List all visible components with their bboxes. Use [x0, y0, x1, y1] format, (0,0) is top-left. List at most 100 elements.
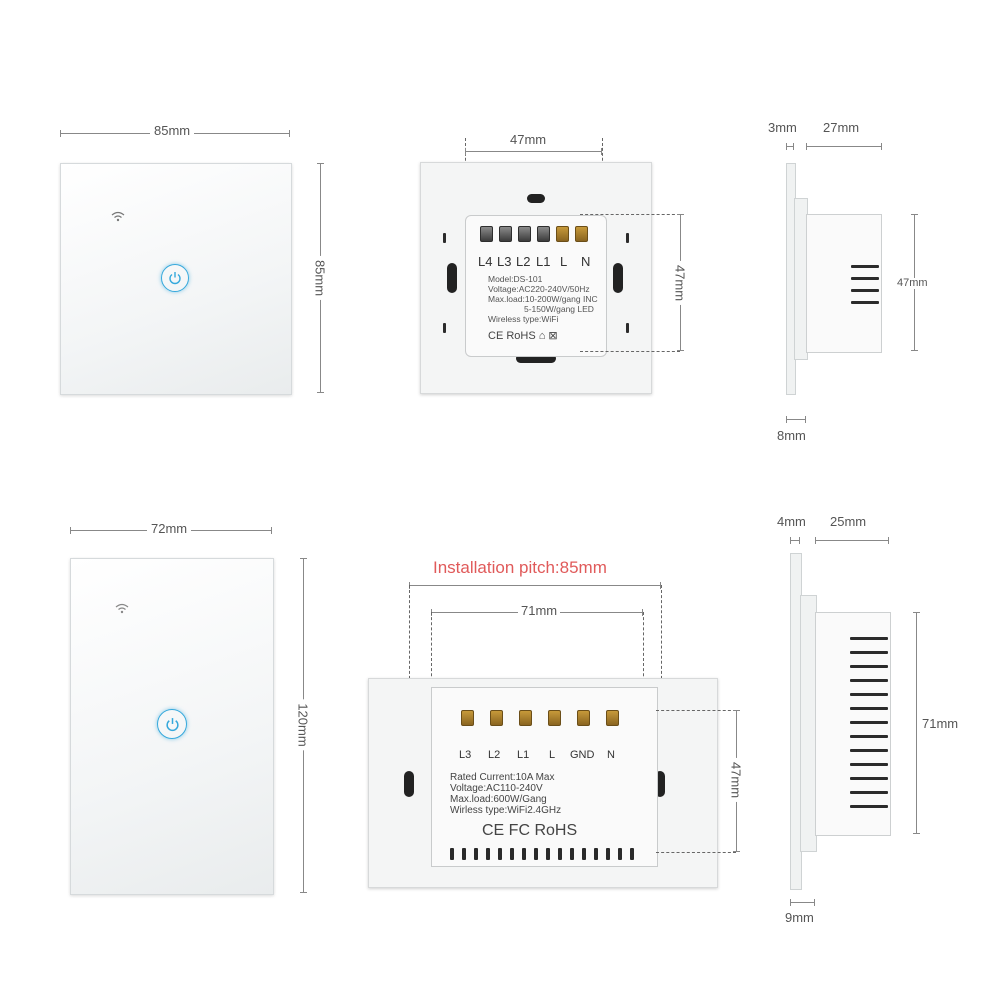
bottom-slot-left — [404, 771, 414, 797]
side-vent — [850, 791, 888, 794]
top-back-plate: L4 L3 L2 L1 L N Model:DS-101 Voltage:AC2… — [420, 162, 652, 394]
spec-line: Wireless type:WiFi — [488, 314, 559, 324]
module-vent — [582, 848, 586, 860]
spec-line: Max.load:10-200W/gang INC — [488, 294, 598, 304]
side-vent — [850, 651, 888, 654]
terminal-screw — [556, 226, 569, 242]
terminal-label: N — [581, 254, 591, 269]
bottom-vent-row — [450, 848, 640, 860]
bottom-slot-right — [655, 771, 665, 797]
side-vent — [850, 735, 888, 738]
terminal-screw — [499, 226, 512, 242]
terminal-label: N — [607, 749, 615, 761]
top-back-height-label: 47mm — [673, 260, 688, 306]
module-vent — [534, 848, 538, 860]
terminal-label: L2 — [516, 254, 531, 269]
module-vent — [450, 848, 454, 860]
terminal-label: L1 — [517, 749, 530, 761]
certification-marks: CE FC RoHS — [482, 822, 578, 839]
terminal-label: L4 — [478, 254, 493, 269]
top-back-height-dash-top — [580, 214, 680, 215]
module-vent — [546, 848, 550, 860]
side-vent — [850, 693, 888, 696]
top-side-box — [806, 214, 882, 353]
wifi-icon — [115, 603, 129, 614]
installation-pitch-label: Installation pitch:85mm — [433, 558, 607, 577]
side-vent — [851, 265, 879, 268]
terminal-label: L — [560, 254, 568, 269]
module-vent — [594, 848, 598, 860]
module-vent — [462, 848, 466, 860]
installation-pitch-line — [409, 582, 661, 589]
module-vent — [630, 848, 634, 860]
power-icon — [169, 272, 181, 285]
top-side-height-label: 47mm — [897, 277, 928, 289]
terminal-screw — [518, 226, 531, 242]
inner-dash-right — [643, 612, 644, 712]
bottom-side-height-line — [913, 612, 920, 834]
top-power-button[interactable] — [161, 264, 189, 292]
terminal-label: L1 — [536, 254, 551, 269]
bottom-front-height-label: 120mm — [296, 699, 311, 751]
terminal-screw — [577, 710, 590, 726]
bottom-side-height-label: 71mm — [922, 716, 959, 731]
terminal-label: L3 — [497, 254, 512, 269]
spec-line: Wirless type:WiFi2.4GHz — [450, 805, 562, 816]
bottom-power-button[interactable] — [157, 709, 187, 739]
top-side-depth-label: 27mm — [823, 120, 860, 135]
top-slot-right — [613, 263, 623, 293]
module-vent — [570, 848, 574, 860]
top-side-base-label: 8mm — [777, 428, 806, 443]
top-front-panel — [60, 163, 292, 395]
certification-marks: CE RoHS ⌂ ⊠ — [488, 330, 558, 342]
top-back-pitch-line — [465, 148, 602, 155]
terminal-screw — [575, 226, 588, 242]
top-vent — [443, 233, 446, 243]
module-vent — [558, 848, 562, 860]
bottom-side-depth-label: 25mm — [830, 514, 867, 529]
bottom-back-height-dash-top — [656, 710, 736, 711]
bottom-front-panel — [70, 558, 274, 895]
module-vent — [606, 848, 610, 860]
spec-line: Voltage:AC220-240V/50Hz — [488, 284, 590, 294]
bottom-side-box — [815, 612, 891, 836]
bottom-side-glass-line — [790, 537, 800, 544]
spec-line: Model:DS-101 — [488, 274, 543, 284]
bottom-side-glass-label: 4mm — [777, 514, 806, 529]
inner-width-label: 71mm — [518, 604, 561, 617]
top-front-height-label: 85mm — [313, 255, 328, 301]
top-slot-bottom — [516, 354, 556, 363]
terminal-label: L — [549, 749, 556, 761]
side-vent — [850, 777, 888, 780]
power-icon — [165, 717, 179, 731]
bottom-side-base-label: 9mm — [785, 910, 814, 925]
inner-dash-left — [431, 612, 432, 712]
top-side-glass-line — [786, 143, 794, 150]
bottom-back-plate: L3 L2 L1 L GND N Rated Current:10A Max V… — [368, 678, 718, 888]
bottom-back-height-dash-bottom — [656, 852, 736, 853]
top-vent — [626, 323, 629, 333]
terminal-label: L2 — [488, 749, 501, 761]
terminal-screw — [490, 710, 503, 726]
module-vent — [510, 848, 514, 860]
top-vent — [443, 323, 446, 333]
top-vent — [626, 233, 629, 243]
side-vent — [850, 665, 888, 668]
terminal-screw — [537, 226, 550, 242]
top-slot-top — [527, 194, 545, 203]
side-vent — [850, 679, 888, 682]
module-vent — [486, 848, 490, 860]
wifi-icon — [111, 211, 125, 222]
bottom-back-height-label: 47mm — [729, 757, 744, 803]
terminal-screw — [480, 226, 493, 242]
bottom-back-module: L3 L2 L1 L GND N Rated Current:10A Max V… — [431, 687, 658, 867]
side-vent — [850, 805, 888, 808]
bottom-side-base-line — [790, 899, 815, 906]
side-vent — [850, 637, 888, 640]
top-slot-left — [447, 263, 457, 293]
module-vent — [618, 848, 622, 860]
spec-line: Rated Current:10A Max — [450, 772, 555, 783]
top-side-depth-line — [806, 143, 882, 150]
spec-line: Max.load:600W/Gang — [450, 794, 547, 805]
terminal-screw — [548, 710, 561, 726]
